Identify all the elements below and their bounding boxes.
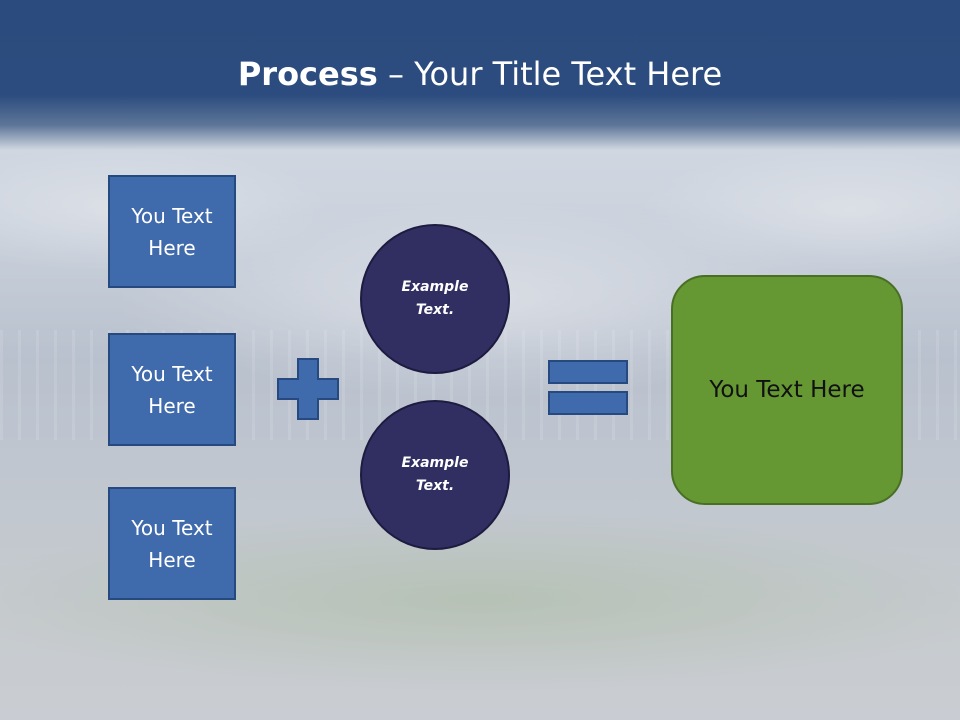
input-box-2[interactable]: You Text Here (108, 333, 236, 446)
plus-icon[interactable] (277, 358, 339, 420)
result-box[interactable]: You Text Here (671, 275, 903, 505)
input-box-label: You Text Here (131, 203, 213, 260)
result-label: You Text Here (709, 377, 865, 403)
title-rest: – Your Title Text Here (377, 55, 723, 93)
circle-label: Example Text. (401, 455, 469, 494)
title-bold: Process (237, 55, 378, 93)
header-band (0, 0, 960, 150)
input-box-label: You Text Here (131, 515, 213, 572)
example-circle-1[interactable]: Example Text. (360, 224, 510, 374)
example-circle-2[interactable]: Example Text. (360, 400, 510, 550)
input-box-3[interactable]: You Text Here (108, 487, 236, 600)
input-box-label: You Text Here (131, 361, 213, 418)
equals-icon[interactable] (548, 360, 628, 416)
slide-title[interactable]: Process – Your Title Text Here (0, 52, 960, 96)
input-box-1[interactable]: You Text Here (108, 175, 236, 288)
circle-label: Example Text. (401, 279, 469, 318)
